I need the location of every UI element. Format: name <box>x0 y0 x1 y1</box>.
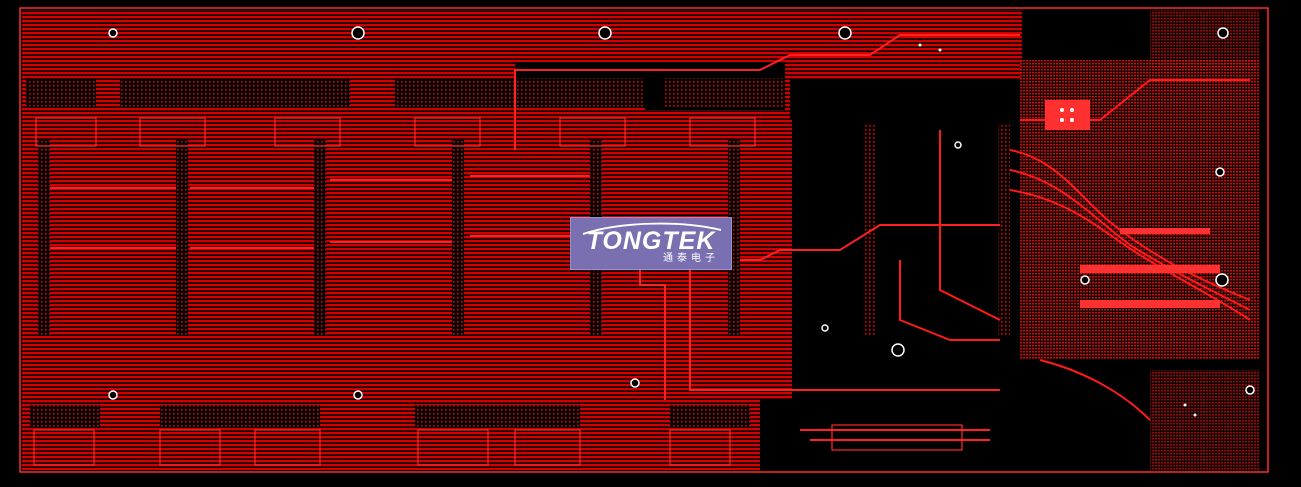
ic-pads <box>1045 100 1220 308</box>
bottom-via-arrays <box>30 405 750 427</box>
mounting-hole <box>838 26 852 40</box>
logo-brand: TONGTEK <box>586 227 716 255</box>
slot-outlines <box>35 117 756 147</box>
mounting-hole <box>821 324 829 332</box>
mounting-hole <box>351 26 365 40</box>
mounting-hole <box>891 343 905 357</box>
bottom-connectors <box>33 424 963 466</box>
mounting-hole <box>630 378 640 388</box>
logo: TONGTEK 通泰电子 <box>570 217 732 270</box>
mounting-hole <box>353 390 363 400</box>
mounting-hole <box>108 390 118 400</box>
mounting-holes <box>108 26 1255 400</box>
mounting-hole <box>954 141 962 149</box>
mounting-hole <box>1217 27 1229 39</box>
mounting-hole <box>598 26 612 40</box>
mounting-hole <box>1080 275 1090 285</box>
via-arrays-top <box>26 78 785 108</box>
logo-subtitle: 通泰电子 <box>663 253 719 264</box>
mounting-hole <box>1245 385 1255 395</box>
board-outline <box>19 7 1269 473</box>
vias <box>918 43 1197 417</box>
logo-swoosh-icon <box>582 222 722 235</box>
connector-columns <box>38 125 1010 335</box>
mounting-hole <box>108 28 118 38</box>
trace-field-top-right <box>792 10 1022 80</box>
mounting-hole <box>1215 273 1229 287</box>
mounting-hole <box>1215 167 1225 177</box>
